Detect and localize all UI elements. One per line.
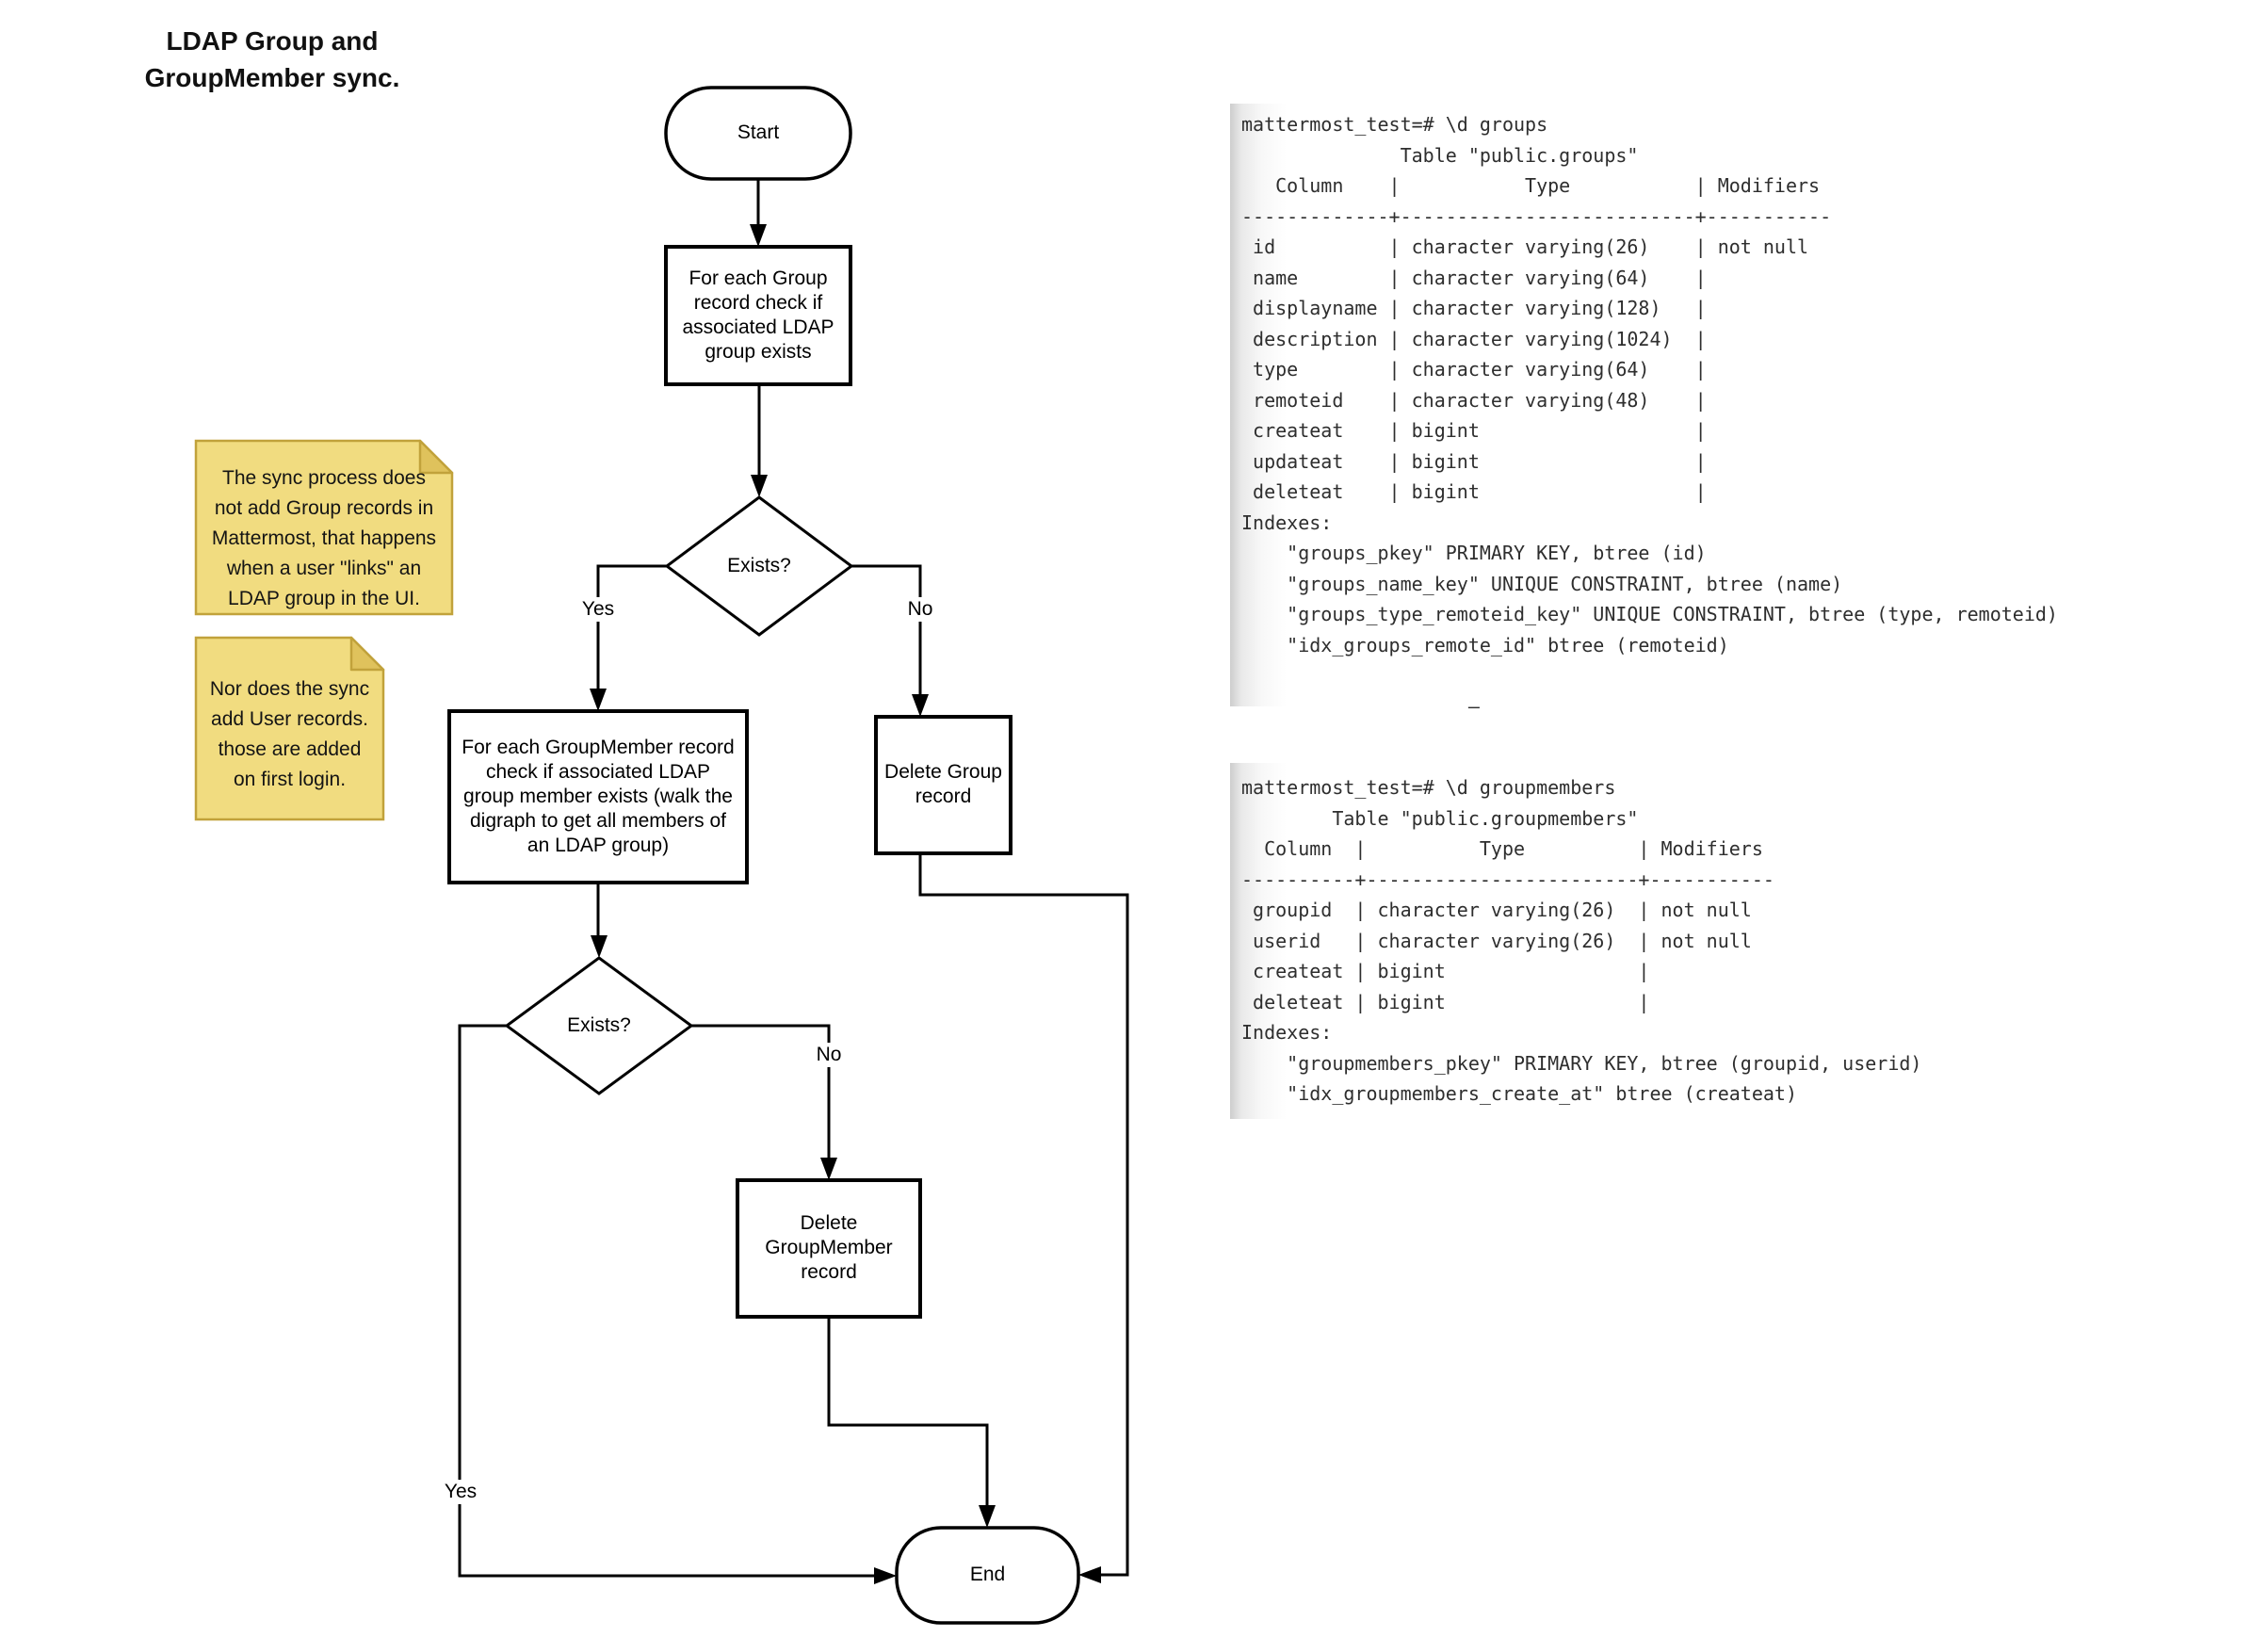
arrowhead-delete-group-to-end [1078,1566,1101,1583]
decision2-no-label: No [791,1043,867,1067]
sticky-note-sync-shape [194,439,454,616]
check-groupmember-box-shape [447,709,749,884]
delete-group-box-label: Delete Group record [884,761,1002,807]
sticky-note-user-fold-corner [349,636,385,672]
check-group-box-shape [664,245,852,386]
connector-delete-groupmember-to-end [827,1317,989,1507]
sticky-note-sync-fold-corner [418,439,454,475]
connector-decision1-no [851,564,922,696]
arrowhead-check-group-to-decision1 [751,475,768,497]
terminal-groups-background [1230,104,2187,706]
start-node-shape [664,86,852,181]
end-node-shape [895,1526,1080,1625]
terminal-groupmembers-background [1230,763,2093,1119]
arrowhead-decision1-no [912,694,929,717]
decision2-yes-label: Yes [423,1480,498,1504]
sticky-note-sync-text: The sync process does not add Group reco… [211,467,437,609]
arrowhead-check-groupmember-to-decision2 [591,935,608,958]
check-group-box-label: For each Group record check if associate… [682,267,834,363]
end-node-label: End [969,1564,1006,1585]
connector-decision1-yes [596,564,667,690]
arrowhead-start-to-check-group [750,224,767,247]
sticky-note-user-shape [194,636,385,821]
arrowhead-decision1-yes [590,689,607,711]
arrowhead-delete-groupmember-to-end [979,1505,996,1528]
delete-groupmember-box-shape [736,1178,922,1319]
connector-delete-group-to-end [918,853,1129,1577]
decision2-diamond-shape [504,956,694,1095]
decision2-label: Exists? [567,1014,631,1036]
delete-groupmember-box-label: Delete GroupMember record [765,1212,893,1283]
terminal-groupmembers-output: mattermost_test=# \d groupmembers Table … [1241,776,1922,1105]
connector-decision2-no [691,1024,831,1159]
delete-group-box-shape [874,715,1012,855]
decision1-label: Exists? [727,555,791,576]
diagram-title: LDAP Group and GroupMember sync. [144,26,400,92]
decision1-yes-label: Yes [560,597,636,622]
sticky-note-user-text: Nor does the sync add User records. thos… [209,678,370,790]
check-groupmember-box-label: For each GroupMember record check if ass… [462,737,735,856]
arrowhead-decision2-no [820,1158,837,1180]
start-node-label: Start [737,122,780,143]
decision1-diamond-shape [664,495,854,637]
arrowhead-decision2-yes-to-end [874,1567,897,1584]
decision1-no-label: No [883,597,958,622]
terminal-groups-output: mattermost_test=# \d groups Table "publi… [1241,113,2058,718]
connector-decision2-yes-to-end [458,1024,874,1578]
